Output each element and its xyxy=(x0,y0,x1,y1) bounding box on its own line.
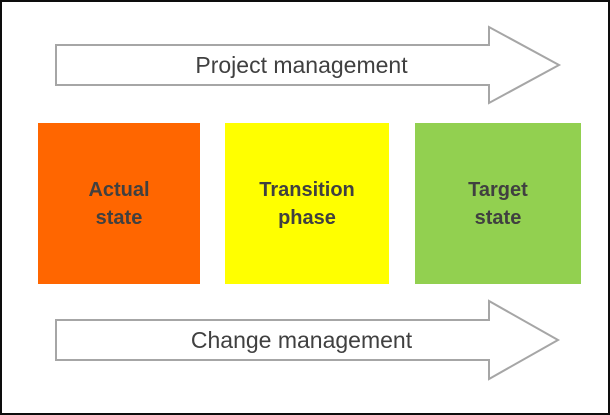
actual-state-label-line2: state xyxy=(95,206,143,229)
target-state-box: Target state xyxy=(415,123,581,284)
target-state-label-line1: Target xyxy=(468,178,528,201)
actual-state-label-line1: Actual xyxy=(88,178,150,201)
actual-state-box: Actual state xyxy=(38,123,200,284)
change-management-arrow-shape xyxy=(55,299,561,381)
change-management-label: Change management xyxy=(190,327,413,353)
transition-phase-label-line1: Transition xyxy=(259,178,355,201)
transition-phase-box: Transition phase xyxy=(225,123,389,284)
project-management-label: Project management xyxy=(195,52,408,78)
target-state-label-line2: state xyxy=(474,206,522,229)
right-arrow-icon xyxy=(55,299,561,381)
transition-phase-label-line2: phase xyxy=(278,206,336,229)
right-arrow-icon xyxy=(55,25,562,105)
project-management-arrow-shape xyxy=(55,25,562,105)
